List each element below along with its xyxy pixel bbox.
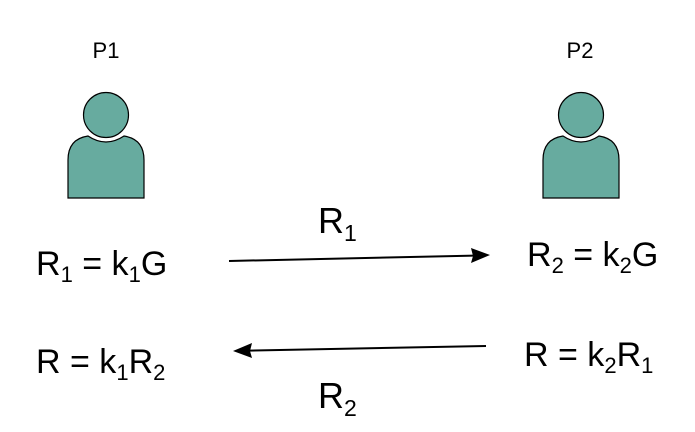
- person-head: [557, 91, 605, 139]
- p1-person-shape: [67, 91, 145, 199]
- arrow-line: [228, 254, 475, 262]
- message-label-r1: R1: [318, 200, 357, 246]
- person-head: [82, 91, 130, 139]
- person-icon: [542, 91, 620, 199]
- equation-p1-commitment: R1 = k1G: [36, 245, 168, 287]
- arrow-p2-to-p1: [233, 343, 487, 358]
- arrow-head: [471, 248, 490, 263]
- p2-person-shape: [542, 91, 620, 199]
- person-body: [542, 135, 620, 199]
- party-label-p2: P2: [566, 38, 594, 63]
- equation-p1-shared: R = k1R2: [36, 343, 166, 385]
- arrow-head: [233, 343, 252, 358]
- equation-p2-shared: R = k2R1: [524, 336, 654, 378]
- arrow-p1-to-p2: [228, 248, 490, 263]
- person-icon: [67, 91, 145, 199]
- party-label-p1: P1: [92, 38, 120, 63]
- message-label-r2: R2: [318, 375, 357, 421]
- equation-p2-commitment: R2 = k2G: [527, 236, 659, 278]
- person-body: [67, 135, 145, 199]
- arrow-line: [248, 345, 487, 352]
